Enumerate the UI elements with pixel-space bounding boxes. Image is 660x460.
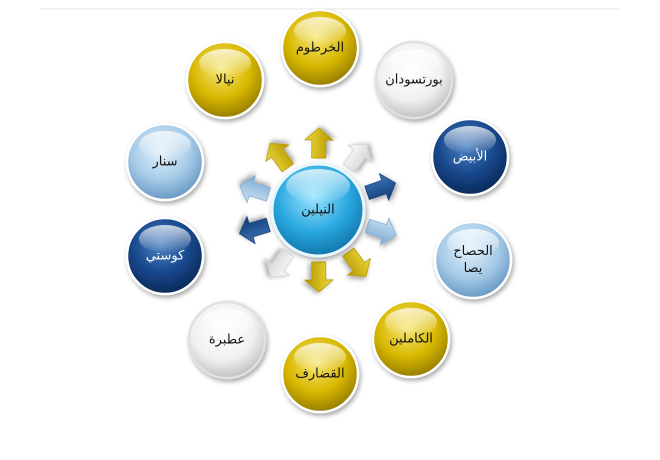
node-label: بورتسودان: [385, 73, 443, 88]
node-gloss: [139, 131, 191, 159]
arrow-shape: [265, 142, 294, 173]
node-kamlin: الكاملين: [371, 299, 451, 379]
center-label: النيلين: [301, 203, 335, 218]
node-gadarif: القضارف: [280, 334, 360, 414]
arrow-atbara: [265, 248, 295, 278]
node-label: نيالا: [216, 73, 235, 88]
node-gloss: [201, 309, 253, 337]
node-label: يصا: [464, 261, 483, 276]
arrow-shape: [238, 215, 271, 245]
arrow-shape: [303, 127, 334, 159]
node-label: عطبرة: [209, 333, 245, 348]
arrow-shape: [342, 247, 371, 277]
arrow-kosti: [238, 215, 271, 245]
arrow-kamlin: [342, 247, 371, 277]
arrow-gadarif: [303, 261, 334, 293]
node-nyala: نيالا: [185, 40, 265, 120]
node-gloss: [139, 225, 191, 253]
center-node: النيلين: [270, 162, 366, 258]
arrow-shape: [342, 143, 372, 173]
node-label: كوستي: [146, 249, 185, 264]
node-kosti: كوستي: [125, 216, 205, 296]
arrow-shape: [303, 261, 334, 293]
arrow-shape: [364, 217, 397, 246]
arrow-abyad: [364, 172, 396, 202]
arrow-khartoum: [303, 127, 334, 159]
node-atbara: عطبرة: [187, 300, 267, 380]
node-gloss: [447, 229, 499, 257]
arrow-nyala: [265, 142, 294, 173]
node-gloss: [199, 49, 251, 77]
node-gloss: [385, 308, 437, 336]
node-hasahisa: الحصاح يصا: [433, 220, 513, 300]
node-khartoum: الخرطوم: [280, 8, 360, 88]
node-label: القضارف: [295, 367, 344, 382]
arrows-layer: [238, 127, 397, 293]
node-gloss: [294, 17, 346, 45]
arrow-shape: [239, 174, 271, 204]
arrow-sennar: [239, 174, 271, 204]
arrow-shape: [265, 248, 295, 278]
node-sennar: سنار: [125, 122, 205, 202]
node-label: الأبيض: [453, 148, 488, 165]
arrow-shape: [364, 172, 396, 202]
node-label: الحصاح: [453, 244, 493, 259]
arrow-portsudan: [342, 143, 372, 173]
node-gloss: [444, 126, 496, 154]
node-portsudan: بورتسودان: [374, 40, 454, 120]
node-gloss: [294, 343, 346, 371]
center-gloss: [286, 169, 350, 203]
node-label: الخرطوم: [296, 41, 344, 56]
node-label: الكاملين: [389, 332, 433, 347]
node-label: سنار: [151, 155, 177, 170]
node-abyad: الأبيض: [430, 117, 510, 197]
arrow-hasahisa: [364, 217, 397, 246]
node-gloss: [388, 49, 440, 77]
nodes-layer: الخرطوم بورتسودان الأبيض الحصاح يصا الكاملين ا…: [125, 8, 513, 414]
